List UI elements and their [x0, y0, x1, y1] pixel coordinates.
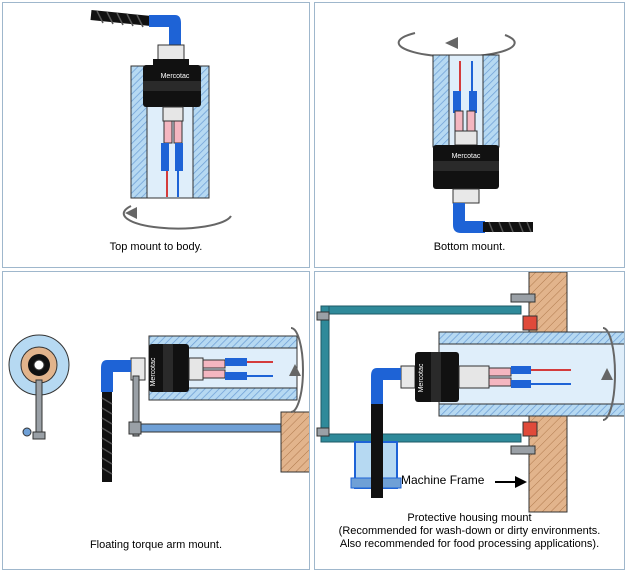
torque-rod-end — [128, 421, 142, 435]
rotation-arrow — [397, 32, 516, 58]
rotation-arrow — [122, 205, 232, 230]
cable — [90, 10, 152, 28]
protective-housing — [316, 305, 522, 443]
connector-logo: Mercotac — [418, 363, 425, 392]
terminal — [173, 120, 183, 144]
top-mount-drawing: Mercotac — [90, 10, 232, 230]
caption-protective-2: (Recommended for wash-down or dirty envi… — [338, 525, 601, 537]
shaft-stub — [452, 188, 480, 204]
wire-sleeve — [511, 366, 531, 374]
terminal — [454, 110, 464, 132]
end-view — [8, 334, 70, 440]
panel-bottom-mount: Mercotac Bottom mount. — [314, 2, 625, 268]
wire-sleeve — [453, 91, 461, 113]
housing-right-wall — [482, 54, 500, 148]
wire-sleeve — [175, 143, 183, 171]
bottom-mount-drawing: Mercotac — [397, 32, 533, 233]
machine-frame-label: Machine Frame — [401, 473, 485, 487]
panel-protective-housing: Mercotac Machine Frame Prot — [314, 271, 625, 570]
protective-mount-drawing: Mercotac — [316, 272, 624, 513]
seal — [522, 421, 538, 437]
torque-arm — [132, 375, 140, 437]
terminal — [202, 359, 226, 369]
elbow-connector — [149, 15, 181, 49]
seal — [522, 315, 538, 331]
terminal — [488, 367, 512, 377]
wire-sleeve — [511, 380, 531, 388]
caption-top-mount: Top mount to body. — [109, 241, 203, 253]
elbow-connector — [101, 360, 131, 392]
panel-floating-torque-arm: Mercotac Floating torq — [2, 271, 310, 570]
caption-protective-1: Protective housing mount — [407, 512, 532, 524]
mount-bolt — [510, 293, 536, 303]
elbow-connector — [453, 203, 485, 233]
caption-floating-mount: Floating torque arm mount. — [89, 539, 223, 551]
panel-top-mount: Mercotac Top mount to body. — [2, 2, 310, 268]
housing-top-wall — [438, 331, 624, 345]
wire-sleeve — [225, 372, 247, 380]
connector-logo: Mercotac — [161, 73, 190, 80]
cable — [483, 221, 533, 233]
terminal — [202, 369, 226, 379]
terminal — [466, 110, 476, 132]
terminal — [163, 120, 173, 144]
caption-bottom-mount: Bottom mount. — [433, 241, 506, 253]
housing-left-wall — [432, 54, 450, 148]
cable — [101, 392, 113, 482]
connector-logo: Mercotac — [150, 357, 157, 386]
floating-mount-drawing: Mercotac — [8, 327, 309, 482]
shaft-stub — [157, 44, 185, 62]
wire-sleeve — [469, 91, 477, 113]
flange — [153, 59, 189, 67]
shaft-stub — [400, 365, 416, 389]
machine-frame — [280, 411, 309, 473]
housing-bottom-wall — [438, 403, 624, 417]
elbow-connector — [371, 368, 401, 404]
caption-protective-3: Also recommended for food processing app… — [339, 538, 600, 550]
torque-rod — [128, 423, 298, 433]
wire-sleeve — [161, 143, 169, 171]
rotation-arrow — [601, 327, 616, 421]
wire-sleeve — [225, 358, 247, 366]
rotation-arrow — [289, 327, 304, 413]
mount-bolt — [510, 445, 536, 455]
terminal — [488, 377, 512, 387]
connector-logo: Mercotac — [452, 153, 481, 160]
